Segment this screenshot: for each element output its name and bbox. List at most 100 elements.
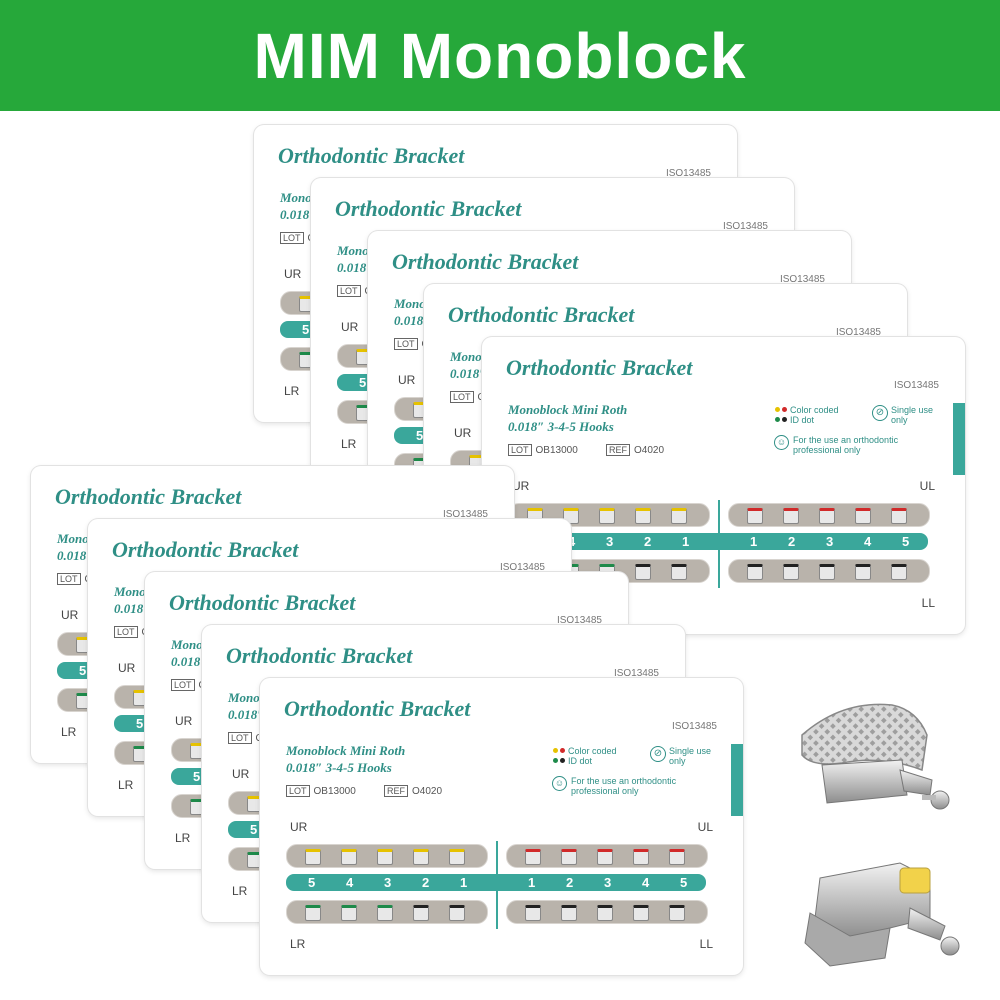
label-lr: LR [175,831,191,845]
tooth-number-left: 2 [422,875,430,890]
pro-line2: professional only [571,786,639,796]
card-title: Orthodontic Bracket [169,590,356,615]
color-dot [775,417,780,422]
card-title: Orthodontic Bracket [392,249,579,274]
bracket-item [671,564,687,580]
label-ul: UL [697,820,713,834]
color-dot [560,748,565,753]
tooth-number-left: 5 [359,375,367,390]
bracket-item [633,849,649,865]
bracket-item [449,905,465,921]
label-lr: LR [232,884,248,898]
label-ur: UR [61,608,79,622]
iso-label: ISO13485 [893,380,939,391]
single-use-icon: ⊘ [872,405,888,421]
color-dot [553,758,558,763]
color-dot [782,407,787,412]
bracket-item [855,508,871,524]
lot-tag: LOT [286,785,310,797]
lot-tag: LOT [337,285,361,297]
legend-line2: ID dot [790,415,815,425]
color-dots-icon [774,405,790,425]
bracket-item [819,508,835,524]
bracket-item [561,849,577,865]
single-line2: only [669,756,686,766]
lot-tag: LOT [508,444,532,456]
bracket-item [525,849,541,865]
label-ur: UR [284,267,302,281]
bracket-item [377,849,393,865]
tooth-number-left: 1 [460,875,468,890]
bracket-item [413,849,429,865]
label-ur: UR [232,767,250,781]
label-lr: LR [284,384,300,398]
iso-label: ISO13485 [722,221,768,232]
label-lr: LR [341,437,357,451]
tooth-number-left: 1 [682,534,690,549]
card-subtitle-line1: Monoblock Mini Roth [508,402,628,417]
label-ll: LL [699,937,713,951]
iso-label: ISO13485 [499,562,545,573]
card-title: Orthodontic Bracket [506,355,693,380]
tooth-number-right: 4 [642,875,650,890]
label-lr: LR [290,937,306,951]
label-ll: LL [921,596,935,610]
label-lr: LR [118,778,134,792]
card-title: Orthodontic Bracket [335,196,522,221]
label-ur: UR [118,661,136,675]
color-dots-icon [552,746,568,766]
card-title: Orthodontic Bracket [112,537,299,562]
bracket-item [747,508,763,524]
bracket-item [747,564,763,580]
label-ur: UR [341,320,359,334]
tooth-number-right: 5 [680,875,688,890]
iso-label: ISO13485 [442,509,488,520]
mesh-bracket-image [801,703,950,810]
bracket-item [449,849,465,865]
label-ur: UR [175,714,193,728]
bracket-item [891,564,907,580]
card-subtitle-line2: 0.018″ 3-4-5 Hooks [508,419,614,434]
iso-label: ISO13485 [779,274,825,285]
bracket-item [783,564,799,580]
lot-tag: LOT [171,679,195,691]
color-dot [553,748,558,753]
label-ur: UR [512,479,530,493]
bracket-item [413,905,429,921]
bracket-item [341,905,357,921]
card-title: Orthodontic Bracket [448,302,635,327]
bracket-item [671,508,687,524]
card-title: Orthodontic Bracket [226,643,413,668]
accent-side-bar [731,744,743,816]
bracket-item [377,905,393,921]
banner-title: MIM Monoblock [253,19,747,92]
tooth-number-left: 5 [308,875,316,890]
upper-right-tray [506,844,708,868]
lot-tag: LOT [57,573,81,585]
tooth-number-left: 5 [416,428,424,443]
bracket-item [525,905,541,921]
tooth-number-left: 3 [384,875,392,890]
tooth-number-left: 3 [606,534,614,549]
single-line1: Single use [891,405,934,415]
tooth-number-left: 5 [79,663,87,678]
pro-line2: professional only [793,445,861,455]
lower-right-tray [506,900,708,924]
side-bracket-image [804,862,960,967]
tooth-number-left: 4 [346,875,354,890]
ref-value: O4020 [412,786,443,797]
lot-tag: LOT [280,232,304,244]
bracket-item [599,508,615,524]
bracket-item [855,564,871,580]
